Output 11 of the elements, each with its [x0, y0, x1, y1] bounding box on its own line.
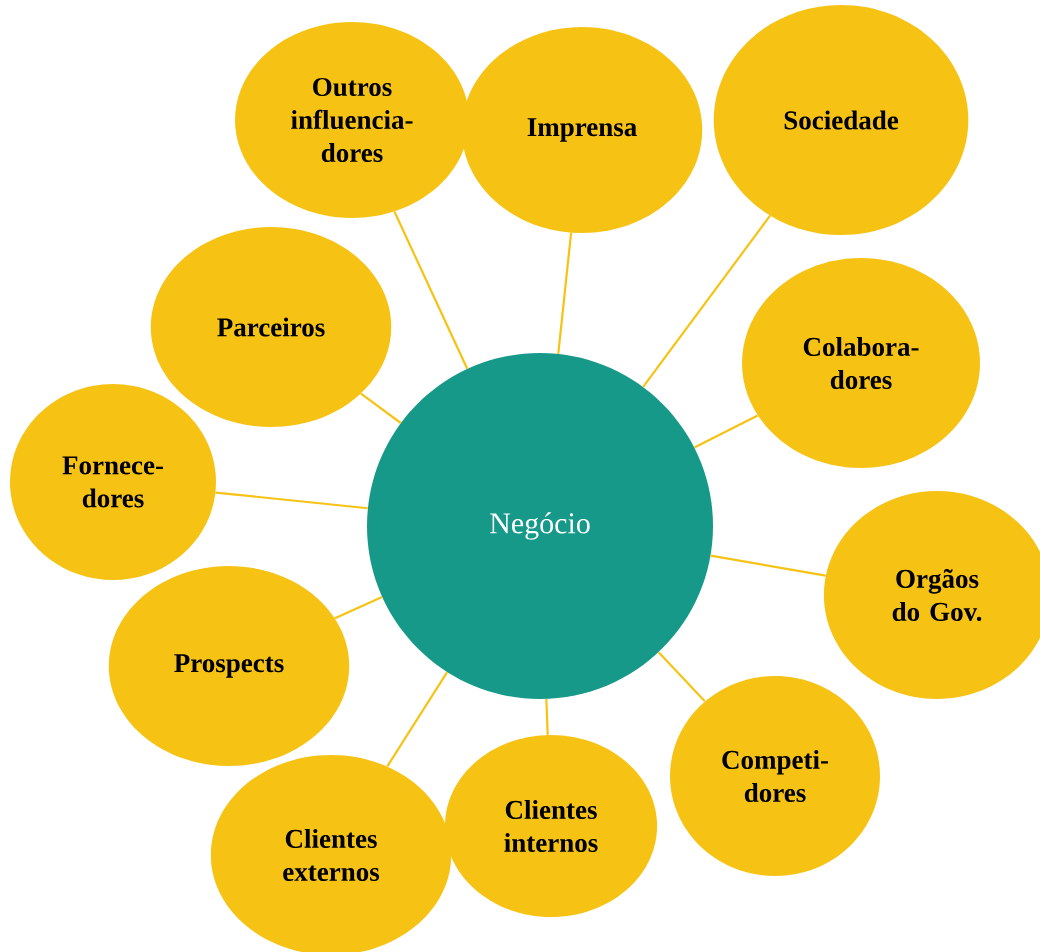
connector-line [557, 232, 573, 354]
connector-line [710, 554, 826, 577]
connector-line [693, 414, 759, 449]
connector-line [215, 491, 368, 510]
connector-line [642, 215, 771, 388]
connector-line [393, 211, 469, 370]
connector-line [545, 699, 549, 735]
connector-line [334, 596, 383, 620]
connector-line [386, 671, 449, 767]
connector-line [657, 651, 706, 703]
connector-line [360, 392, 402, 424]
